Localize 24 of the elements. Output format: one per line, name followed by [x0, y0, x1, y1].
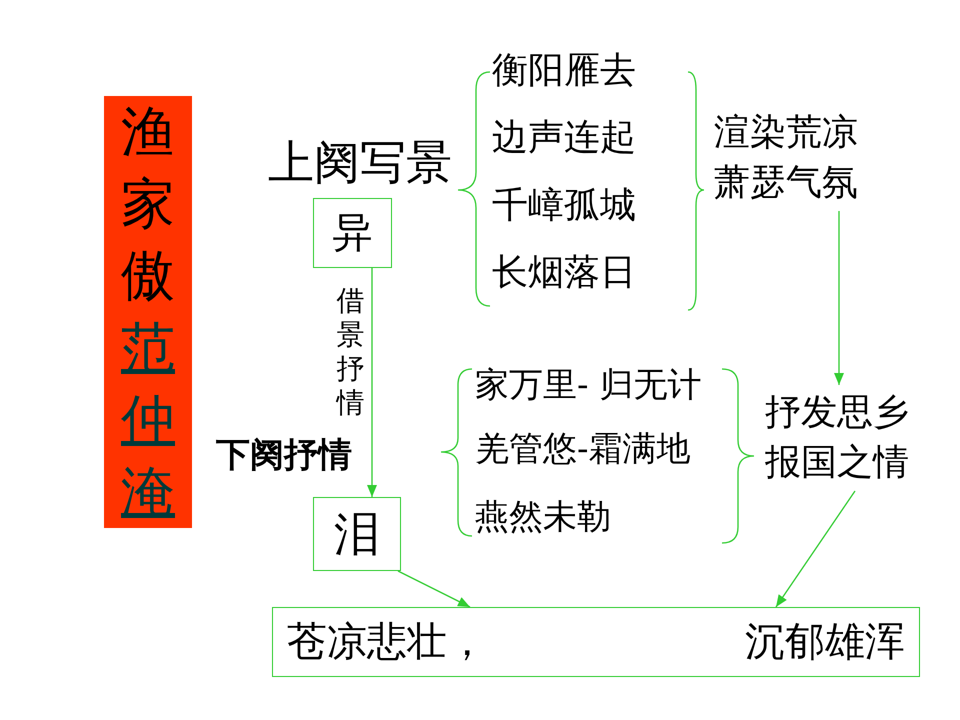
poem-title: 渔家傲 — [120, 99, 176, 309]
verse-line: 衡阳雁去 — [492, 50, 636, 92]
verse-line: 千嶂孤城 — [492, 185, 636, 226]
verse-line: 羌管悠-霜满地 — [475, 430, 690, 470]
section-heading: 上阕写景 — [268, 136, 452, 189]
author-link: 范仲淹 — [120, 315, 176, 525]
arrow — [398, 570, 470, 608]
text-box: 异 — [313, 198, 392, 268]
arrow — [834, 211, 844, 385]
title-panel — [104, 96, 192, 528]
verse-line: 燕然未勒 — [475, 498, 611, 538]
verse-line: 家万里- 归无计 — [475, 366, 702, 406]
verse-line: 长烟落日 — [492, 252, 636, 294]
edge-label: 借景抒情 — [336, 284, 365, 420]
summary-text: 抒发思乡报国之情 — [765, 388, 917, 488]
conclusion-text: 苍凉悲壮， — [287, 620, 487, 664]
section-heading: 下阕抒情 — [216, 436, 352, 476]
summary-text: 渲染荒凉萧瑟气氛 — [714, 108, 866, 208]
text-box: 泪 — [313, 497, 401, 571]
arrow — [775, 490, 856, 608]
conclusion-box — [272, 607, 920, 677]
verse-line: 边声连起 — [492, 117, 636, 158]
conclusion-text: 沉郁雄浑 — [745, 620, 905, 664]
arrow — [367, 268, 377, 497]
